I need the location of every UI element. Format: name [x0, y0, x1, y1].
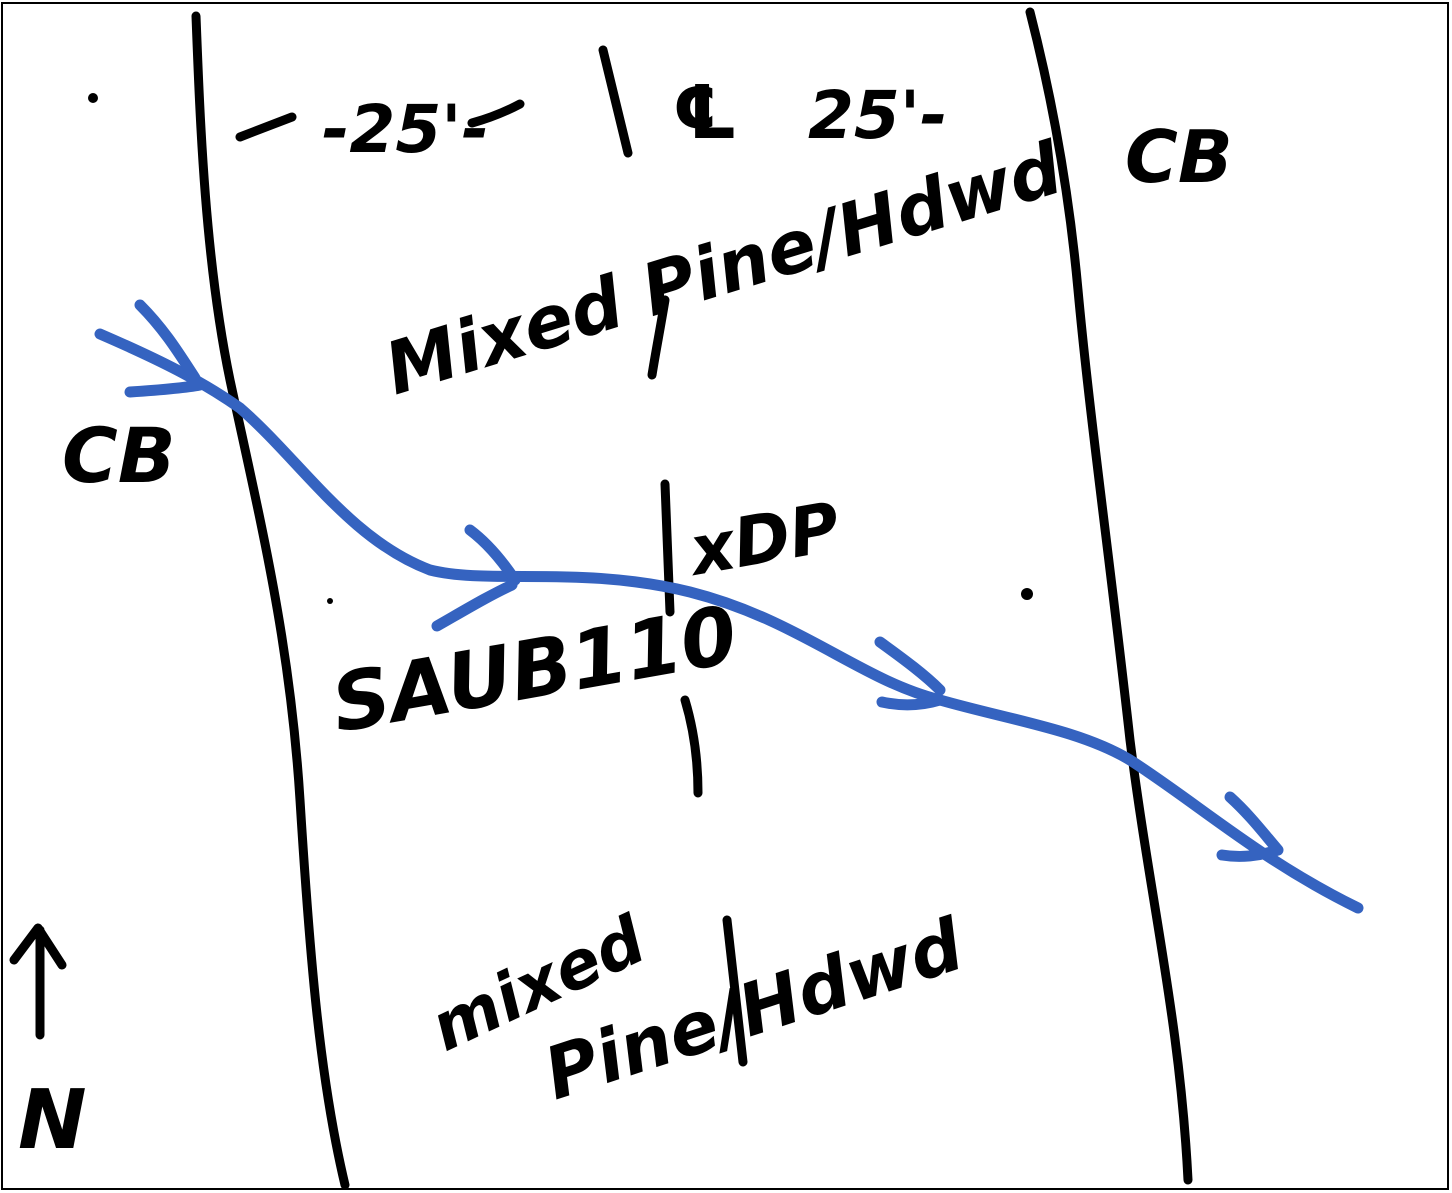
- centerline-symbol: ℄: [672, 70, 738, 156]
- north-label: N: [18, 1073, 87, 1168]
- right-boundary-line: [1025, 7, 1193, 1185]
- left-area-label: CB: [62, 411, 176, 500]
- centerline-lower-segment: [680, 695, 703, 798]
- width-dash-left-1: [235, 112, 297, 142]
- dot-middle-left: [327, 598, 333, 604]
- dp-marker-label: xDP: [681, 488, 846, 592]
- right-width-label: 25'-: [808, 77, 947, 154]
- flow-arrow-1-icon: [124, 299, 206, 398]
- centerline-upper-segment: [647, 295, 670, 380]
- flow-arrow-3-icon: [874, 636, 946, 711]
- dot-top-left: [88, 93, 98, 103]
- site-code-label: SAUB110: [325, 588, 744, 751]
- top-right-area-label: CB: [1125, 115, 1233, 199]
- centerline-bottom-segment: [722, 915, 748, 1067]
- north-arrow-icon: [9, 923, 67, 1040]
- upper-vegetation-label: Mixed Pine/Hdwd: [375, 125, 1072, 411]
- left-boundary-line: [191, 11, 350, 1190]
- flow-arrow-4-icon: [1216, 791, 1284, 862]
- centerline-top-segment: [598, 45, 633, 158]
- left-width-label: -25'-: [322, 91, 489, 168]
- flow-arrow-2-icon: [431, 524, 521, 632]
- width-dash-left-2: [467, 99, 525, 128]
- dot-middle-right: [1021, 588, 1033, 600]
- stream-line: [94, 328, 1364, 914]
